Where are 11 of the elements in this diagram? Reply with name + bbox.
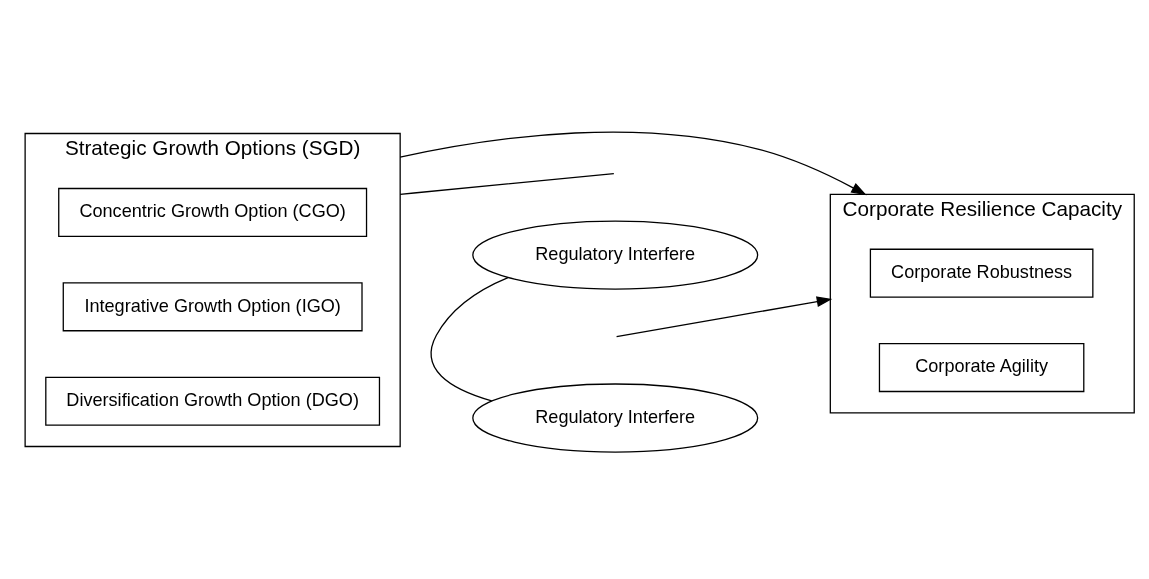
node-box: Diversification Growth Option (DGO) bbox=[45, 376, 381, 426]
node-ellipse: Regulatory Interfere bbox=[472, 219, 759, 290]
node-box: Concentric Growth Option (CGO) bbox=[58, 187, 368, 237]
connector bbox=[399, 172, 615, 195]
node-box: Integrative Growth Option (IGO) bbox=[62, 281, 363, 331]
node-box: Corporate Agility bbox=[878, 342, 1085, 392]
node-box: Corporate Robustness bbox=[869, 248, 1094, 298]
node-ellipse: Regulatory Interfere bbox=[472, 382, 759, 453]
connector bbox=[430, 276, 509, 401]
arrow bbox=[615, 295, 833, 337]
arrow bbox=[399, 131, 867, 195]
